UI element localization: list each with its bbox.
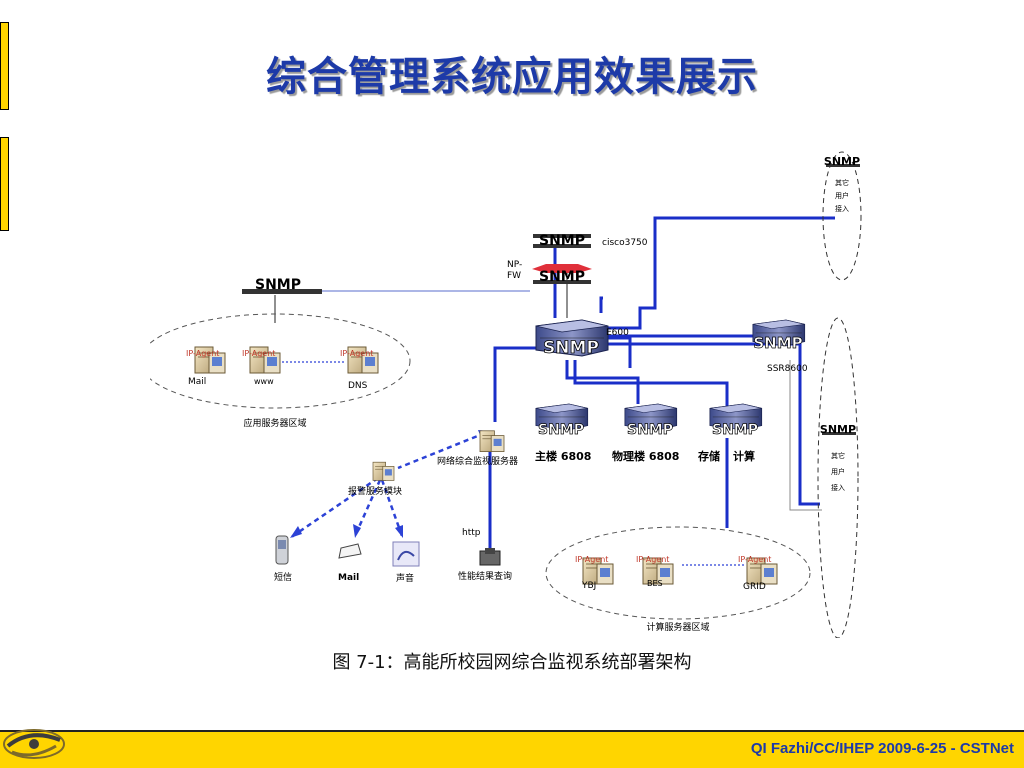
cisco-snmp-label: SNMP xyxy=(539,233,585,249)
other-users-right-line3: 接入 xyxy=(831,483,845,492)
sms-label: 短信 xyxy=(274,571,292,583)
np-label: NP- xyxy=(507,260,522,270)
perf-query-label: 性能结果查询 xyxy=(458,570,512,582)
perf-query-device: http 性能结果查询 xyxy=(458,528,512,582)
npfw-device: SNMP NP- FW xyxy=(507,260,592,285)
ihep-logo-icon xyxy=(3,729,65,759)
bes-label: BES xyxy=(647,579,663,588)
app-server-zone: IP-Agent IP-Agent IP-Agent Mail www DNS … xyxy=(139,313,411,429)
cisco3750-device: SNMP cisco3750 xyxy=(533,233,648,249)
compute-server-zone: IP-Agent IP-Agent IP-Agent YBJ BES GRID … xyxy=(545,526,811,633)
agent-grid: IP-Agent xyxy=(738,555,771,564)
agent-www: IP-Agent xyxy=(242,349,275,358)
phys-bldg-switch: SNMP 物理楼 6808 xyxy=(612,403,679,463)
compute-label: 计算 xyxy=(733,449,755,463)
cisco-label: cisco3750 xyxy=(602,238,648,248)
other-users-top-line1: 其它 xyxy=(835,178,849,187)
e600-label: E600 xyxy=(606,328,629,338)
sms-device: 短信 xyxy=(274,535,292,583)
core-snmp-label: SNMP xyxy=(543,338,599,358)
mail-device-label: Mail xyxy=(338,573,359,583)
other-user-link xyxy=(789,360,822,511)
http-label: http xyxy=(462,528,481,538)
alarm-module: 报警服务模块 xyxy=(348,461,402,497)
grid-label: GRID xyxy=(743,582,766,592)
figure-caption: 图 7-1：高能所校园网综合监视系统部署架构 xyxy=(332,652,692,673)
other-users-zone-top: SNMP 其它 用户 接入 xyxy=(822,151,862,281)
app-switch-snmp-label: SNMP xyxy=(255,277,301,293)
footer-bar xyxy=(0,730,1024,768)
app-zone-label: 应用服务器区域 xyxy=(243,417,306,429)
ybj-label: YBJ xyxy=(581,581,596,591)
alert-links xyxy=(289,431,486,540)
monitor-server-label: 网络综合监视服务器 xyxy=(437,455,518,467)
other-users-right-snmp: SNMP xyxy=(820,423,856,436)
main-bldg-snmp-label: SNMP xyxy=(538,422,584,438)
monitor-server: 网络综合监视服务器 xyxy=(437,430,518,467)
ssr8600-switch: SNMP SSR8600 xyxy=(752,319,808,374)
main-bldg-switch: SNMP 主楼 6808 xyxy=(535,403,591,463)
compute-zone-label: 计算服务器区域 xyxy=(646,621,709,633)
mail-device: Mail xyxy=(338,543,362,583)
other-users-right-line2: 用户 xyxy=(831,467,845,476)
network-diagram: SNMP cisco3750 SNMP NP- FW SNMP SNMP E60… xyxy=(139,148,872,639)
sound-label: 声音 xyxy=(396,572,414,584)
mail-server-label: Mail xyxy=(188,377,206,387)
phys-bldg-label: 物理楼 6808 xyxy=(612,449,679,463)
storage-label: 存储 xyxy=(698,449,720,463)
agent-bes: IP-Agent xyxy=(636,555,669,564)
core-switch-e600: SNMP E600 xyxy=(535,319,629,358)
agent-dns: IP-Agent xyxy=(340,349,373,358)
left-accent-bar-bottom xyxy=(0,137,9,231)
ssr-snmp-label: SNMP xyxy=(753,334,802,352)
app-snmp-switch: SNMP xyxy=(242,277,322,294)
phys-bldg-snmp-label: SNMP xyxy=(627,422,673,438)
other-users-top-line2: 用户 xyxy=(835,191,849,200)
other-users-zone-right: SNMP 其它 用户 接入 xyxy=(817,317,859,639)
storage-snmp-label: SNMP xyxy=(712,422,758,438)
other-users-right-line1: 其它 xyxy=(831,451,845,460)
sound-device: 声音 xyxy=(392,541,420,584)
other-users-top-line3: 接入 xyxy=(835,204,849,213)
main-bldg-label: 主楼 6808 xyxy=(535,449,591,463)
agent-mail: IP-Agent xyxy=(186,349,219,358)
slide-title: 综合管理系统应用效果展示 xyxy=(266,54,758,100)
storage-compute-switch: SNMP 存储 计算 xyxy=(698,403,763,463)
other-users-top-snmp: SNMP xyxy=(824,155,860,168)
fw-label: FW xyxy=(507,271,521,281)
dns-server-label: DNS xyxy=(348,381,368,391)
alarm-module-label: 报警服务模块 xyxy=(348,485,402,497)
solid-links xyxy=(488,216,835,548)
footer-text: QI Fazhi/CC/IHEP 2009-6-25 - CSTNet xyxy=(750,740,1014,757)
ssr-label: SSR8600 xyxy=(767,364,808,374)
agent-ybj: IP-Agent xyxy=(575,555,608,564)
npfw-snmp-label: SNMP xyxy=(539,269,585,285)
left-accent-bar-top xyxy=(0,22,9,110)
arrow-heads xyxy=(290,430,488,538)
www-server-label: www xyxy=(254,377,274,386)
